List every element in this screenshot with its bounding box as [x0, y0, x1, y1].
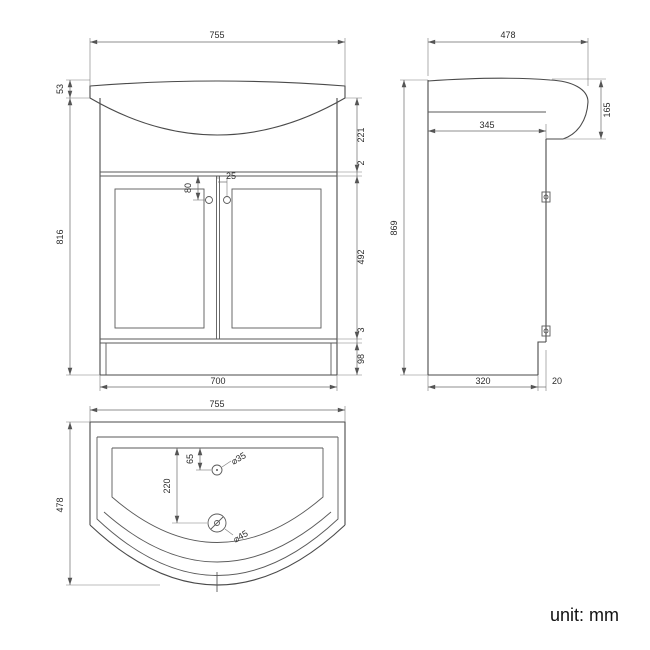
dim-label-side-toe-recess: 20 — [552, 376, 562, 386]
front-left-door-panel — [114, 188, 205, 329]
side-basin-profile — [427, 77, 589, 140]
dim-label-front-upper: 221 — [356, 127, 366, 142]
dim-label-front-door-height: 492 — [356, 249, 366, 264]
side-hinge-bottom — [541, 325, 551, 337]
top-waste-hole — [207, 513, 227, 533]
dim-label-front-plinth: 98 — [356, 354, 366, 364]
dim-label-top-depth: 478 — [55, 497, 65, 512]
dim-label-side-base-depth: 320 — [475, 376, 490, 386]
dim-side-depth-top: 478 — [427, 30, 589, 86]
front-view: 755 53 816 221 2 492 3 98 — [55, 30, 366, 391]
dim-label-front-width-top: 755 — [209, 30, 224, 40]
dim-label-waste-diameter: ⌀45 — [231, 528, 249, 544]
side-view: 478 869 165 345 320 20 — [389, 30, 612, 391]
dim-front-basin-lip: 53 — [55, 79, 90, 99]
dim-front-cabinet-height: 816 — [55, 97, 100, 376]
dim-label-front-basin-lip: 53 — [55, 84, 65, 94]
side-hinge-top — [541, 191, 551, 203]
dim-side-total-height: 869 — [389, 79, 428, 376]
dim-top-waste-offset: 220 — [162, 447, 207, 524]
dim-front-width-top: 755 — [89, 30, 346, 86]
dim-label-front-handle-drop: 80 — [183, 183, 193, 193]
dim-top-depth: 478 — [55, 421, 160, 586]
dim-side-base-depth: 320 — [427, 375, 539, 391]
dim-label-top-waste-offset: 220 — [162, 478, 172, 493]
front-right-door-panel — [231, 188, 322, 329]
dim-label-tap-diameter: ⌀35 — [229, 450, 247, 466]
dim-label-front-cabinet-height: 816 — [55, 229, 65, 244]
dim-top-tap-offset: 65 — [185, 447, 211, 471]
top-tap-hole-centre — [216, 469, 218, 471]
front-right-door-handle — [223, 196, 231, 204]
top-mid-contour — [103, 511, 332, 563]
dim-front-handle-drop: 80 — [183, 175, 205, 201]
side-view-geometry — [427, 77, 589, 376]
top-view-geometry — [89, 421, 346, 592]
top-tap-hole — [211, 464, 223, 476]
top-waste-inner — [214, 520, 220, 526]
top-waste-slash — [210, 516, 224, 530]
side-toe-notch — [537, 341, 546, 375]
dim-front-width-bottom: 700 — [99, 375, 338, 391]
dim-side-carcass-depth: 345 — [427, 120, 547, 139]
top-view: 755 478 65 220 ⌀35 ⌀45 — [55, 399, 346, 592]
dim-front-handle-offset: 25 — [217, 171, 236, 196]
dim-label-side-carcass-depth: 345 — [479, 120, 494, 130]
dim-side-basin-front-height: 165 — [552, 78, 612, 140]
top-bowl-contour — [111, 448, 324, 543]
front-basin-outline — [89, 80, 346, 136]
dim-label-side-depth-top: 478 — [500, 30, 515, 40]
front-view-geometry — [89, 80, 346, 376]
dim-label-side-basin-front-height: 165 — [602, 102, 612, 117]
dim-label-top-width: 755 — [209, 399, 224, 409]
top-outline — [89, 421, 346, 586]
dim-label-front-gap-bottom: 3 — [356, 327, 366, 332]
dim-label-front-width-bottom: 700 — [210, 376, 225, 386]
front-left-door-handle — [205, 196, 213, 204]
top-rim-contour — [96, 437, 339, 576]
dim-label-front-gap-top: 2 — [356, 160, 366, 165]
dim-label-side-total-height: 869 — [389, 220, 399, 235]
dim-top-width: 755 — [89, 399, 346, 422]
callout-tap-diameter: ⌀35 — [221, 450, 248, 468]
dim-label-front-handle-offset: 25 — [226, 171, 236, 181]
dim-label-top-tap-offset: 65 — [185, 454, 195, 464]
dim-front-right-stack: 221 2 492 3 98 — [337, 97, 366, 376]
dim-side-toe-recess: 20 — [538, 350, 562, 391]
unit-label: unit: mm — [550, 605, 619, 625]
